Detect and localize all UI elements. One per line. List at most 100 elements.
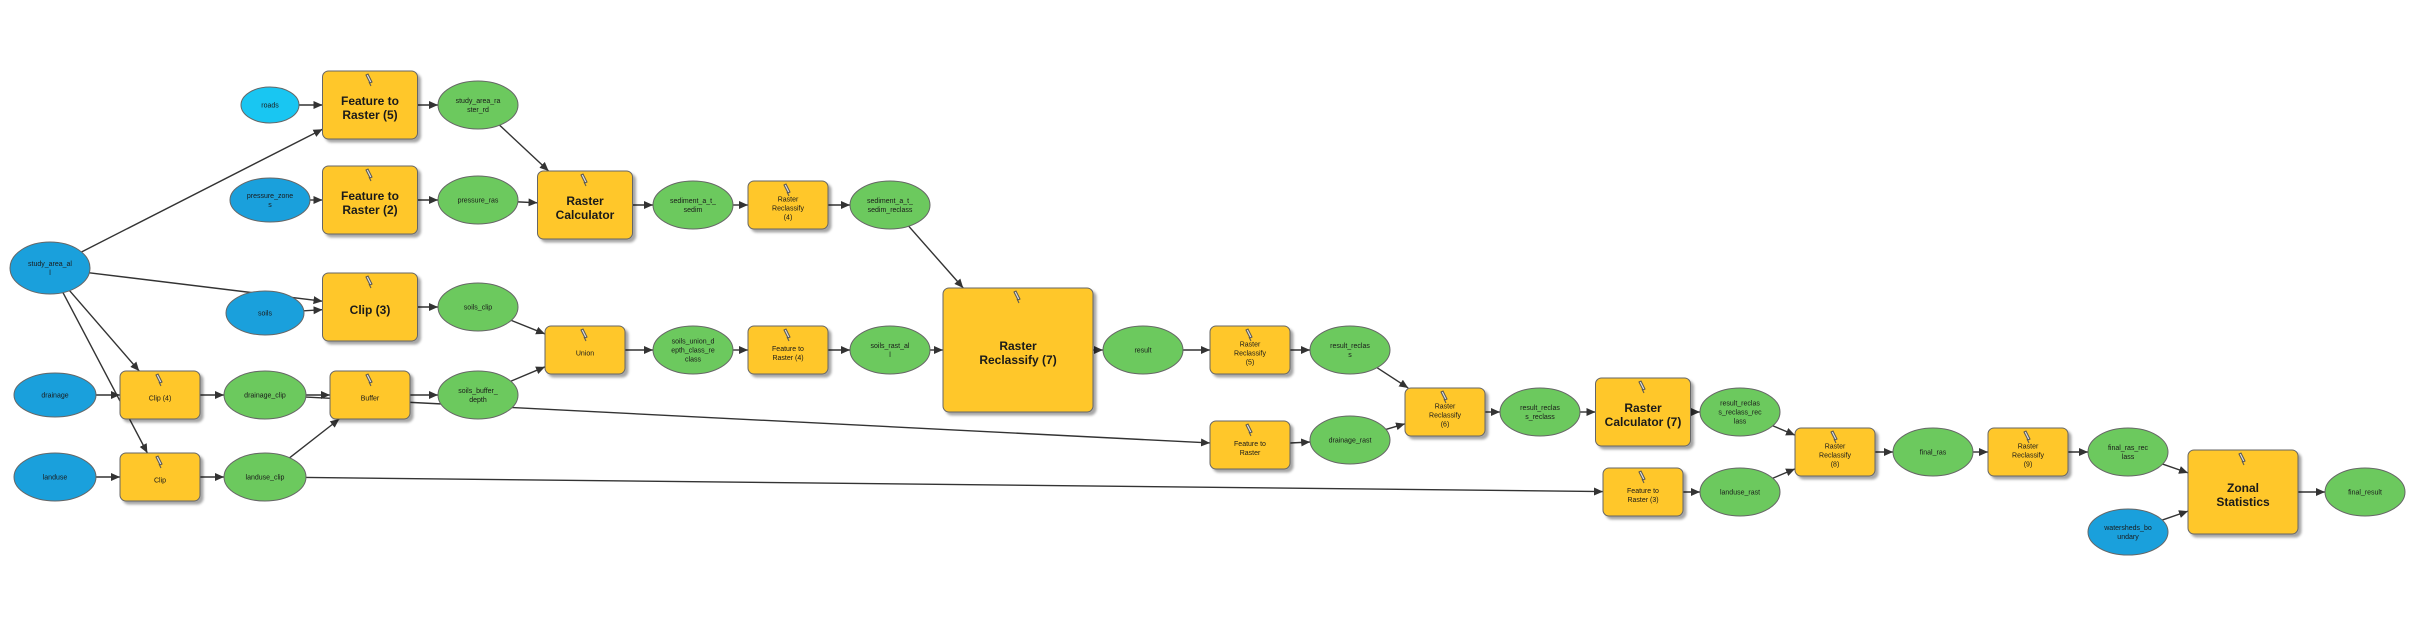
node-sediment_out2[interactable]: sediment_a_t_sedim_reclass <box>849 180 931 230</box>
hammer-icon <box>783 183 791 197</box>
output-oval <box>849 325 931 375</box>
hammer-icon <box>365 168 373 182</box>
output-oval <box>437 80 519 130</box>
node-label: pressure_ras <box>458 197 499 204</box>
node-result[interactable]: result <box>1102 325 1184 375</box>
node-pressure_ras[interactable]: pressure_ras <box>437 175 519 225</box>
input-oval <box>2087 508 2169 556</box>
node-label: landuse_clip <box>246 474 285 481</box>
output-oval <box>223 370 307 420</box>
node-union[interactable]: Union <box>544 325 626 375</box>
output-oval <box>1699 467 1781 517</box>
connector-result_rc2-to-reclass_d <box>1772 425 1796 436</box>
node-clip_a[interactable]: Clip (4) <box>119 370 201 420</box>
hammer-icon <box>1245 423 1253 437</box>
node-landuse[interactable]: landuse <box>13 452 97 502</box>
input-oval <box>229 177 311 223</box>
connector-soils-to-clip3 <box>303 306 323 315</box>
output-oval <box>849 180 931 230</box>
node-final_ras[interactable]: final_ras <box>1892 427 1974 477</box>
node-drainage_clip[interactable]: drainage_clip <box>223 370 307 420</box>
hammer-icon <box>155 455 163 469</box>
connector-drainage_rast-to-reclass_c <box>1385 422 1406 431</box>
node-final_out[interactable]: final_result <box>2324 467 2406 517</box>
output-oval <box>437 282 519 332</box>
connector-f2r_b-to-drainage_rast <box>1289 438 1311 447</box>
node-landuse_clip[interactable]: landuse_clip <box>223 452 307 502</box>
connector-study_area-to-f2r5 <box>81 128 323 253</box>
node-soils[interactable]: soils <box>225 290 305 336</box>
hammer-icon <box>155 373 163 387</box>
node-label: drainage_clip <box>244 392 286 399</box>
input-oval <box>9 241 91 295</box>
node-label: final_ras <box>1920 449 1947 456</box>
node-clip_b[interactable]: Clip <box>119 452 201 502</box>
node-roads[interactable]: roads <box>240 86 300 124</box>
node-label: soils_clip <box>464 304 493 311</box>
connector-pressure_ras-to-rastercalc1 <box>517 198 538 207</box>
output-oval <box>1699 387 1781 437</box>
node-label: soils <box>258 310 273 317</box>
output-oval <box>2087 427 2169 477</box>
output-oval <box>652 180 734 230</box>
tool-box <box>537 170 633 240</box>
node-soils_buffer[interactable]: soils_buffer_depth <box>437 370 519 420</box>
tool-box <box>329 370 411 420</box>
hammer-icon <box>1830 430 1838 444</box>
node-soils_clip[interactable]: soils_clip <box>437 282 519 332</box>
node-clip3[interactable]: Clip (3) <box>322 272 418 342</box>
tool-box <box>322 70 418 140</box>
hammer-icon <box>1638 470 1646 484</box>
output-oval <box>223 452 307 502</box>
node-drainage_rast[interactable]: drainage_rast <box>1309 415 1391 465</box>
connector-study_area-to-clip_b <box>62 292 148 454</box>
node-landuse_rast[interactable]: landuse_rast <box>1699 467 1781 517</box>
tool-box <box>1602 467 1684 517</box>
node-label: final_result <box>2348 489 2382 496</box>
tool-box <box>1209 325 1291 375</box>
tool-box <box>119 452 201 502</box>
hammer-icon <box>580 173 588 187</box>
node-drainage[interactable]: drainage <box>13 372 97 418</box>
node-dissolve[interactable]: Buffer <box>329 370 411 420</box>
node-sediment_out1[interactable]: sediment_a_t_sedim <box>652 180 734 230</box>
connector-soils_clip-to-union <box>510 319 546 335</box>
hammer-icon <box>1638 380 1646 394</box>
connector-soils_buffer-to-union <box>510 366 546 382</box>
hammer-icon <box>365 373 373 387</box>
